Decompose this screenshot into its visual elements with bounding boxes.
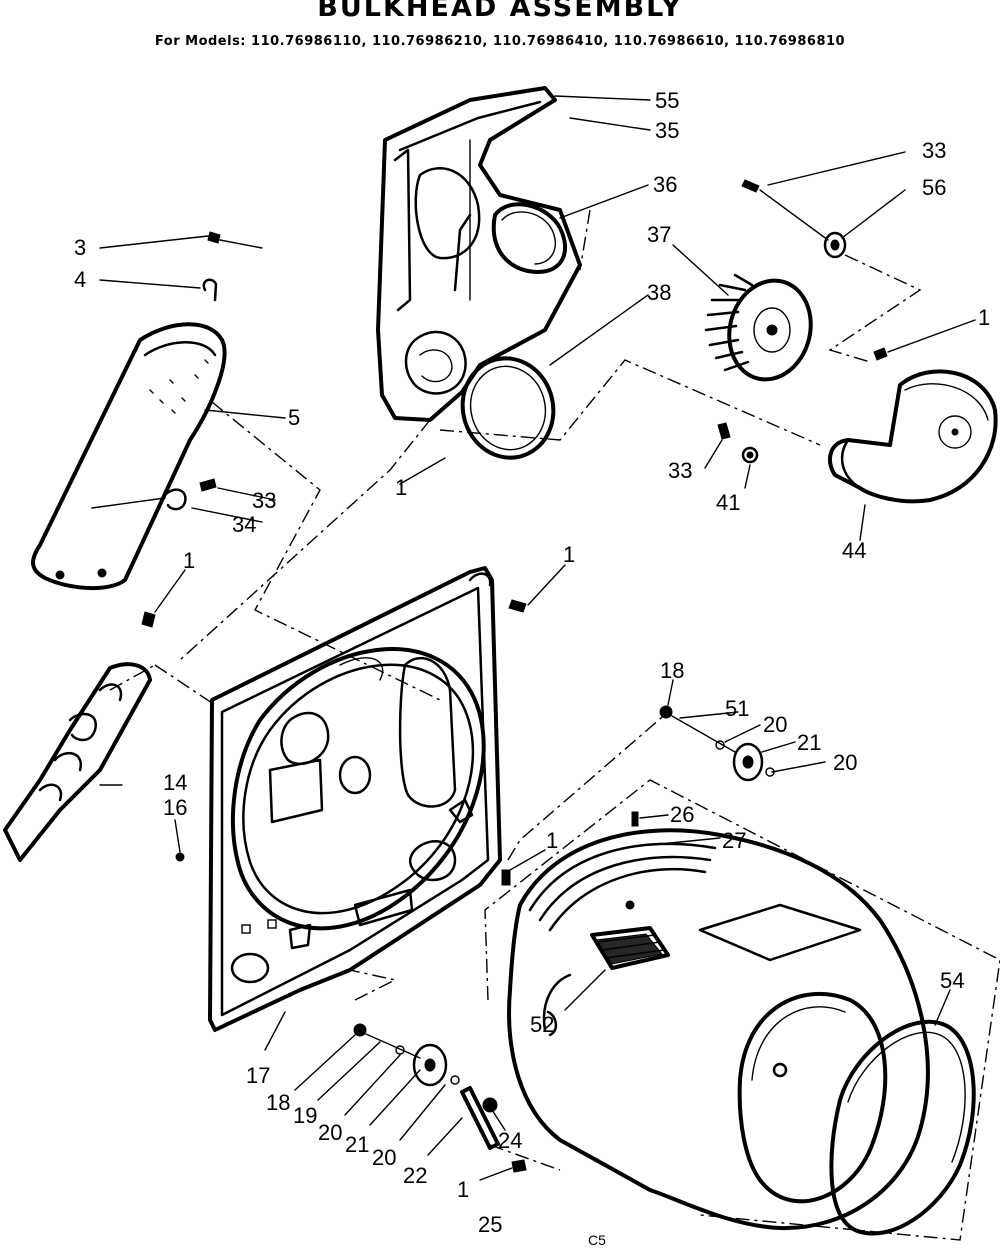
callout-38: 38 [647,280,671,305]
screw-14-16 [175,852,185,862]
blower-wheel-37 [704,273,813,382]
callout-51: 51 [725,696,749,721]
seal-54 [829,1019,976,1236]
callout-4: 4 [74,267,86,292]
phantom-lines [109,209,1000,1241]
callout-44: 44 [842,538,866,563]
screw-1-panel-top [508,599,527,613]
callout-55: 55 [655,88,679,113]
callout-labels: 55 35 36 33 56 37 38 1 3 4 5 1 33 41 44 … [74,88,990,1248]
callout-18-upper: 18 [660,658,684,683]
callout-20-upper-b: 20 [833,750,857,775]
callout-22: 22 [403,1163,427,1188]
screw-33-top [741,179,829,241]
callout-33-top: 33 [922,138,946,163]
callout-25: 25 [478,1212,502,1237]
screw-1-blower [873,347,888,361]
gasket-36 [491,202,567,274]
wire-harness [3,662,152,862]
callout-5: 5 [288,405,300,430]
blower-housing-44 [827,369,998,504]
roller-set-lower [353,1023,527,1173]
callout-1-blower: 1 [978,305,990,330]
roller-set-upper [659,705,775,782]
callout-27: 27 [722,828,746,853]
callout-1-duct: 1 [395,475,407,500]
callout-1-cover: 1 [183,548,195,573]
sheet-code: C5 [588,1232,606,1248]
clip-4 [202,278,218,302]
callout-21-lower: 21 [345,1132,369,1157]
access-cover-5 [31,322,227,590]
screw-1-cover [141,611,156,628]
callout-26: 26 [670,802,694,827]
callout-3: 3 [74,235,86,260]
callout-1-lower: 1 [457,1177,469,1202]
callout-35: 35 [655,118,679,143]
callout-52: 52 [530,1012,554,1037]
models-line: For Models: 110.76986110, 110.76986210, … [154,34,846,49]
callout-20-lower-b: 20 [372,1145,396,1170]
latch-34 [91,478,217,511]
screw-3 [207,231,263,249]
callout-33-mid: 33 [668,458,692,483]
washer-41 [741,446,759,464]
callout-34: 34 [232,512,256,537]
callout-16: 16 [163,795,187,820]
callout-19: 19 [293,1103,317,1128]
callout-24: 24 [498,1128,522,1153]
callout-36: 36 [653,172,677,197]
callout-18-lower: 18 [266,1090,290,1115]
callout-21-upper: 21 [797,730,821,755]
callout-1-panel-side: 1 [546,828,558,853]
diagram-title: BULKHEAD ASSEMBLY [317,0,683,23]
drum-27 [507,828,930,1231]
screw-1-panel-side [501,869,511,886]
callout-54: 54 [940,968,964,993]
leader-lines [99,95,976,1181]
screw-26 [631,811,639,827]
callout-20-upper-a: 20 [763,712,787,737]
clip-56 [823,231,847,259]
baffle-52 [590,926,670,970]
front-bulkhead-panel-17 [208,566,502,1032]
callout-17: 17 [246,1063,270,1088]
callout-1-panel-top: 1 [563,542,575,567]
callout-37: 37 [647,222,671,247]
seal-38 [460,356,556,460]
duct-housing-part [376,86,582,422]
callout-20-lower-a: 20 [318,1120,342,1145]
screw-33-mid [717,422,731,440]
callout-14: 14 [163,770,187,795]
callout-33-left: 33 [252,488,276,513]
callout-41: 41 [716,490,740,515]
callout-56: 56 [922,175,946,200]
